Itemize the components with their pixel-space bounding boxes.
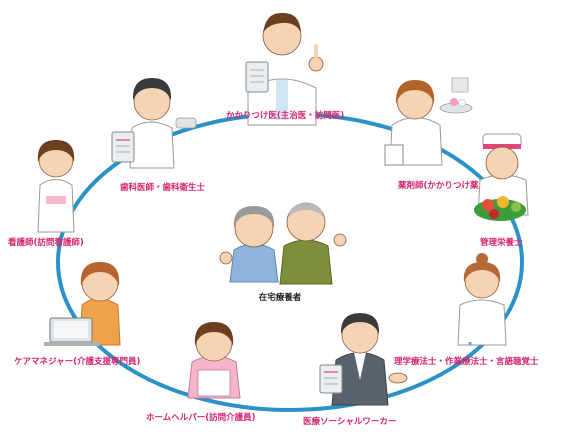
dietitian-figure [474, 133, 529, 221]
nurse-figure [37, 140, 75, 233]
home-patients-figure [219, 202, 347, 285]
label-pharmacist: 薬剤師(かかりつけ薬局) [397, 180, 491, 191]
label-social-worker: 医療ソーシャルワーカー [303, 416, 396, 427]
label-therapist: 理学療法士・作業療法士・言語聴覚士 [394, 356, 539, 367]
dentist-figure [111, 78, 197, 169]
label-home-patients: 在宅療養者 [259, 292, 302, 303]
label-dentist: 歯科医師・歯科衛生士 [120, 182, 206, 193]
therapist-figure [457, 253, 507, 346]
pharmacist-figure [384, 77, 473, 166]
label-doctor: かかりつけ医(主治医・訪問医) [226, 110, 344, 121]
home-helper-figure [187, 322, 241, 399]
label-care-manager: ケアマネジャー(介護支援専門員) [14, 356, 140, 367]
care-manager-figure [44, 262, 121, 346]
label-home-helper: ホームヘルパー(訪問介護員) [146, 412, 256, 423]
label-dietitian: 管理栄養士 [480, 237, 523, 248]
label-nurse: 看護師(訪問看護師) [7, 237, 84, 248]
doctor-figure [245, 12, 324, 126]
social-worker-figure [319, 313, 408, 406]
